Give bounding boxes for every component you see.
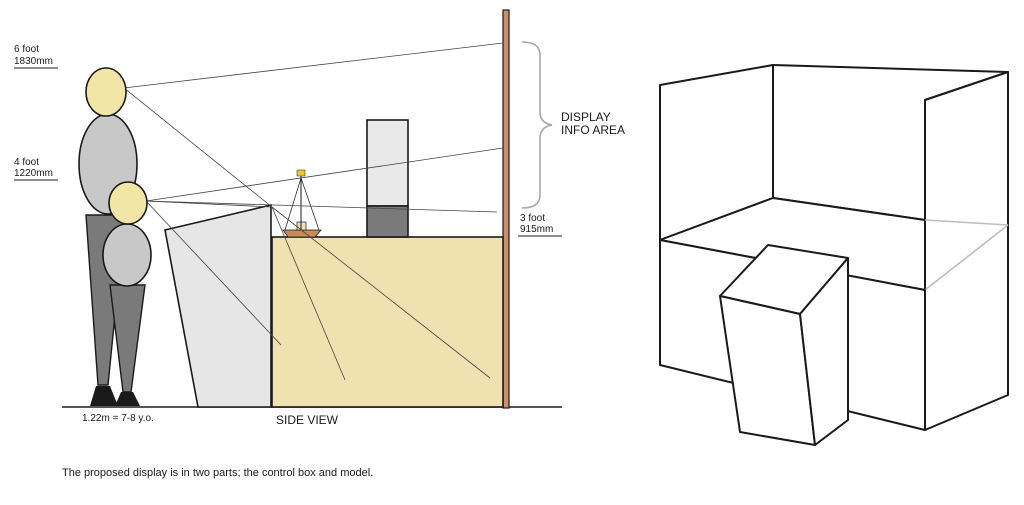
boat-rigging-right	[300, 177, 320, 231]
hidden-edge-top	[924, 219, 1009, 226]
six-foot-label: 6 foot	[14, 44, 40, 55]
hidden-edge-bottom	[924, 224, 1009, 291]
four-foot-mm-label: 1220mm	[14, 168, 53, 179]
model-table	[271, 236, 504, 408]
child-legs	[109, 284, 146, 393]
caption: The proposed display is in two parts; th…	[62, 467, 374, 479]
adult-sightlines	[123, 42, 504, 381]
control-box-right	[799, 257, 849, 446]
adult-foot	[90, 386, 118, 406]
child-sightlines	[145, 147, 504, 379]
six-foot-mm-label: 1830mm	[14, 56, 53, 67]
child-head	[108, 181, 148, 225]
side-view-label: SIDE VIEW	[276, 413, 339, 427]
four-foot-label: 4 foot	[14, 157, 40, 168]
display-info-brace	[521, 41, 553, 209]
three-foot-label: 3 foot	[520, 213, 546, 224]
display-label-line1: DISPLAY	[561, 110, 611, 124]
display-label-line2: INFO AREA	[561, 123, 626, 137]
child-height-label: 1.22m = 7-8 y.o.	[82, 413, 154, 424]
side-view	[14, 9, 562, 409]
display-panel	[502, 9, 510, 409]
right-wall	[924, 71, 1009, 431]
perspective-view	[659, 64, 1009, 446]
child-foot	[115, 392, 140, 406]
control-box-side	[164, 203, 272, 408]
boat-rigging-left	[284, 177, 302, 231]
adult-head	[85, 67, 127, 117]
tower-base	[366, 205, 409, 238]
boat-flag	[296, 169, 306, 177]
three-foot-mm-label: 915mm	[520, 224, 554, 235]
child-body	[102, 223, 152, 287]
child-figure	[102, 181, 152, 406]
boat-hull	[282, 229, 322, 238]
